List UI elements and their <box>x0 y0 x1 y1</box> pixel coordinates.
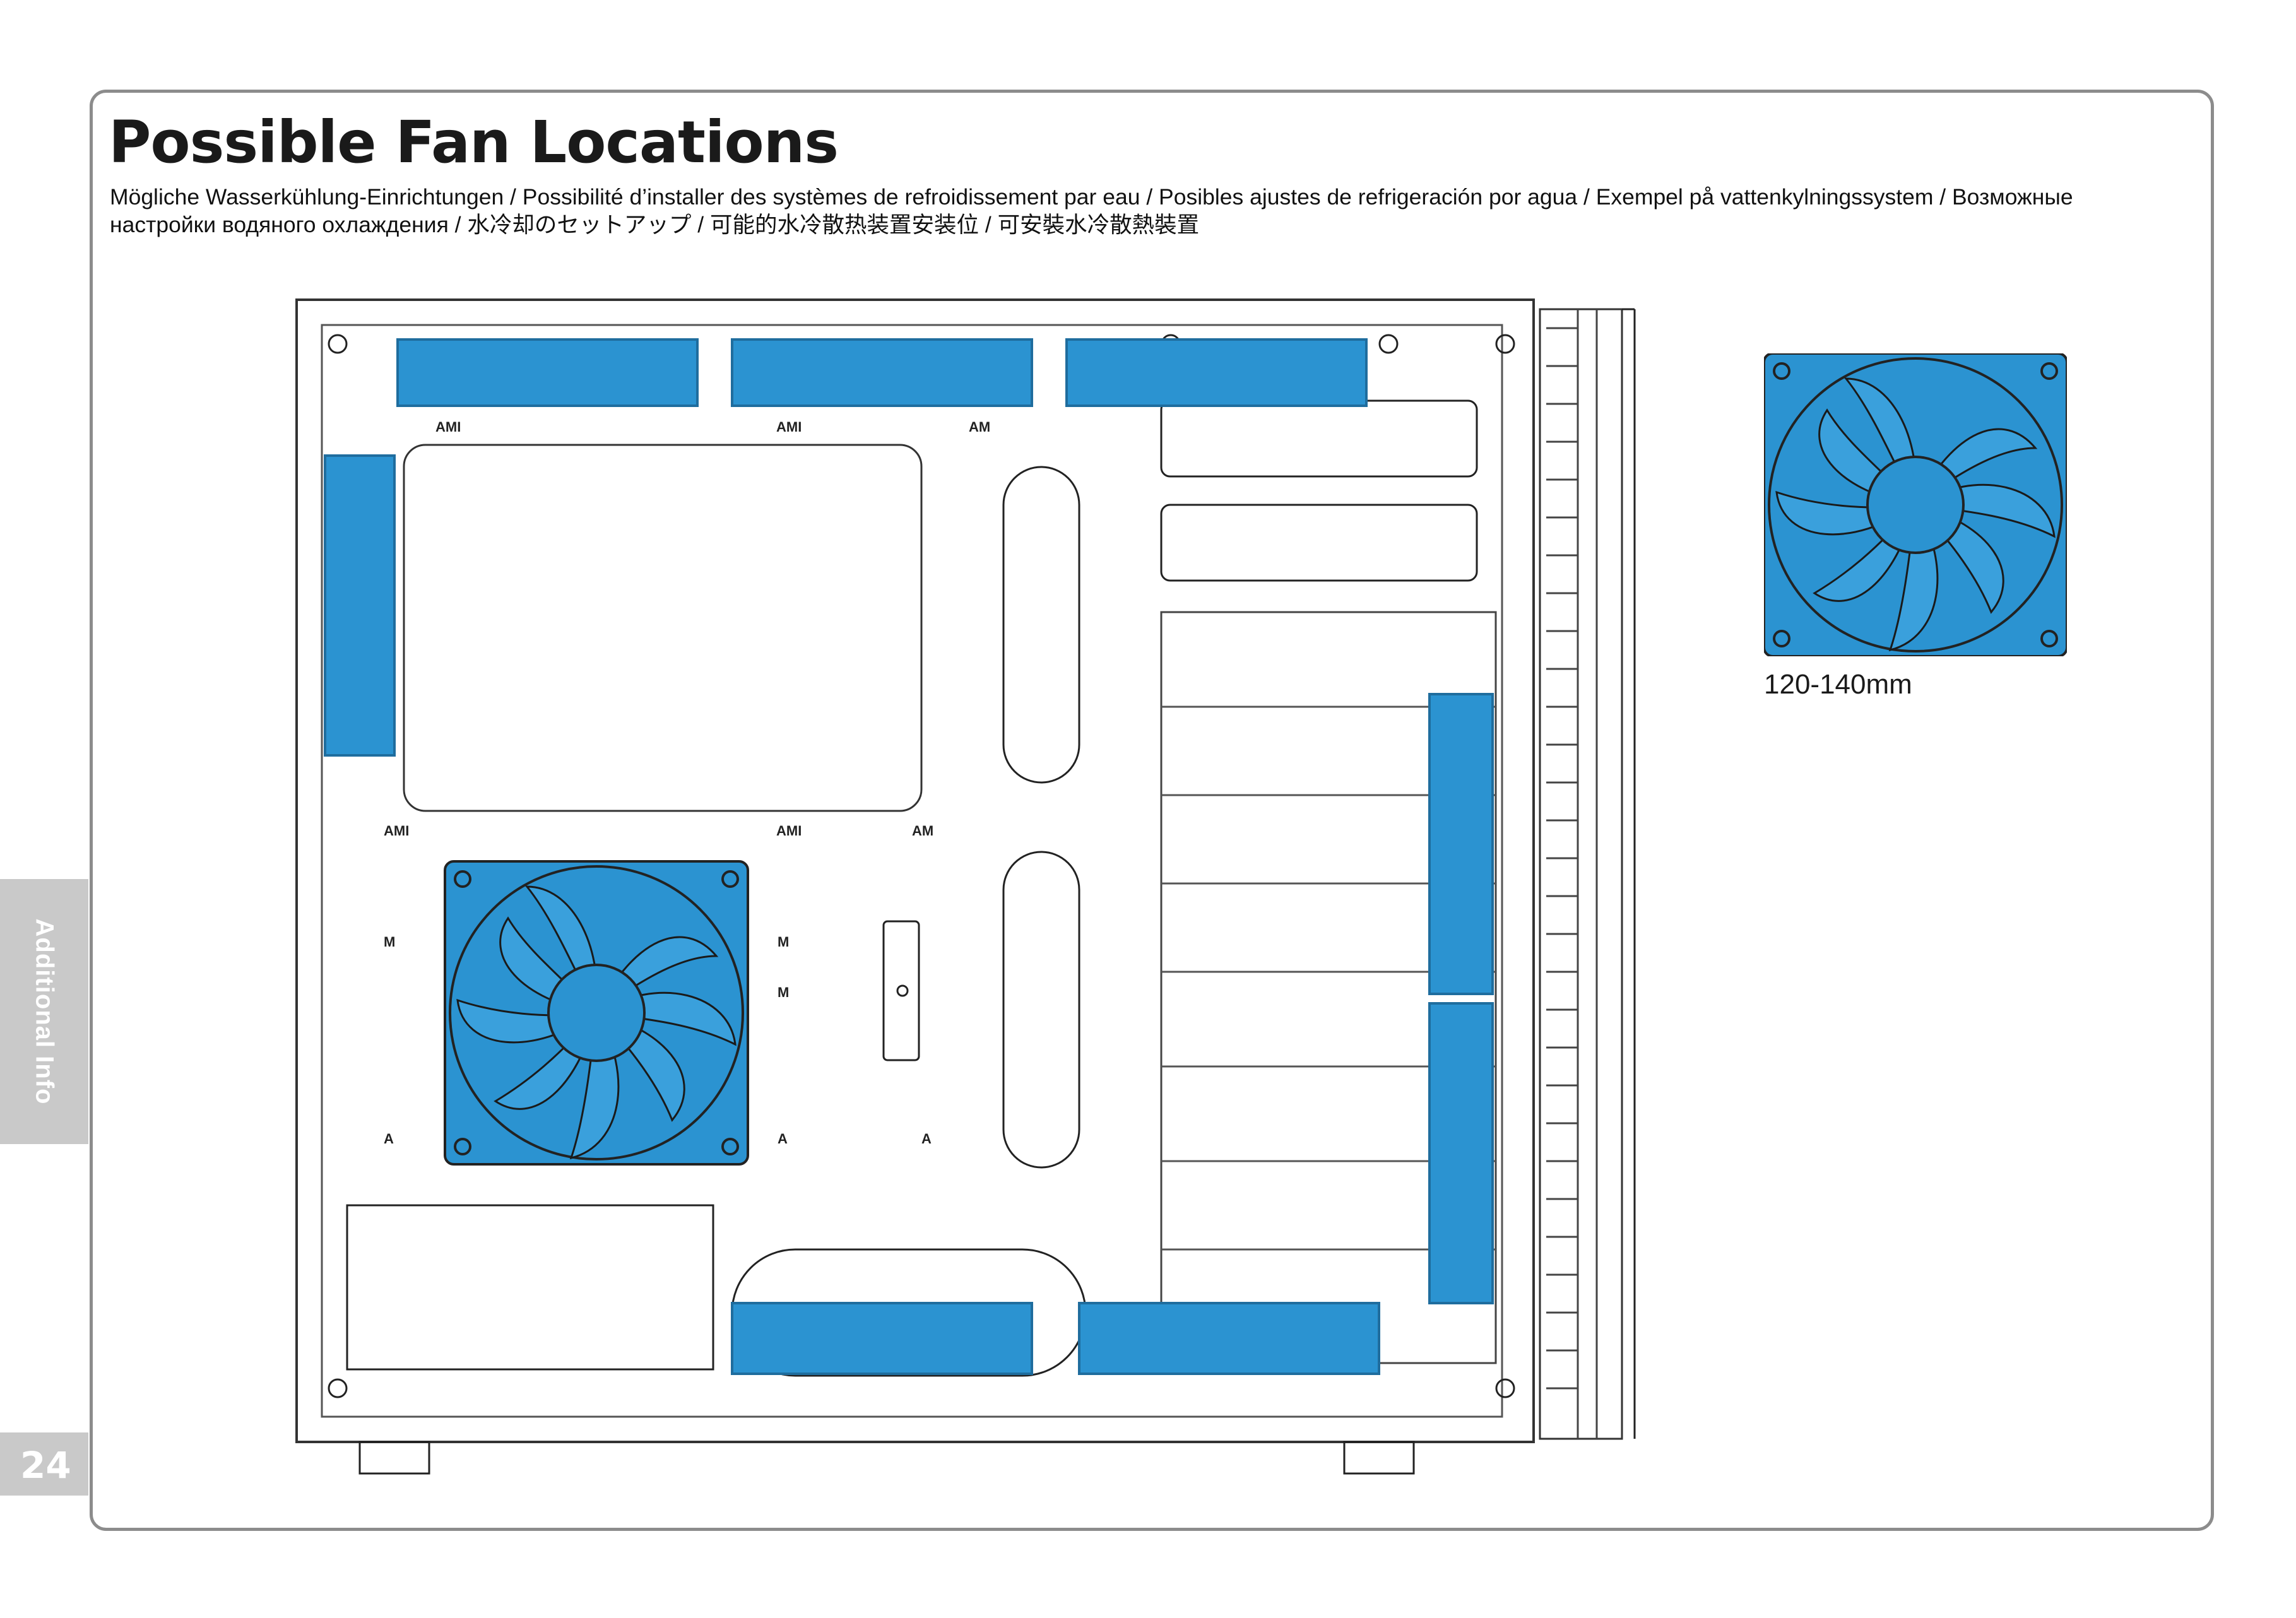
page-title: Possible Fan Locations <box>109 109 839 176</box>
fan-zone-top-2 <box>731 338 1033 407</box>
side-tab: Additional Info <box>0 879 88 1144</box>
fan-example-icon <box>1764 353 2067 656</box>
fan-zone-front-1 <box>1428 693 1494 995</box>
mount-label: AMI <box>776 823 802 839</box>
mount-label: A <box>921 1131 932 1147</box>
mount-label: AMI <box>384 823 409 839</box>
fan-zone-front-2 <box>1428 1002 1494 1304</box>
page-number-tab: 24 <box>0 1432 88 1496</box>
mount-label: M <box>384 934 395 950</box>
mount-label: M <box>778 934 789 950</box>
fan-zone-bottom-1 <box>731 1302 1033 1375</box>
mount-label: A <box>778 1131 788 1147</box>
mount-label: AMI <box>776 419 802 435</box>
fan-zone-top-1 <box>396 338 699 407</box>
mount-label: AM <box>969 419 990 435</box>
fan-zone-top-3 <box>1065 338 1368 407</box>
fan-illustration-rear <box>444 860 749 1166</box>
mount-label: AMI <box>435 419 461 435</box>
mount-label: AM <box>912 823 933 839</box>
side-tab-label: Additional Info <box>30 918 59 1105</box>
fan-zone-bottom-2 <box>1078 1302 1380 1375</box>
fan-zone-rear <box>324 454 396 757</box>
mount-label: M <box>778 984 789 1000</box>
page-number: 24 <box>20 1444 71 1487</box>
mount-label: A <box>384 1131 394 1147</box>
page-subtitle: Mögliche Wasserkühlung-Einrichtungen / P… <box>110 184 2073 237</box>
case-diagram: AMI AMI AM AMI AMI AM M M M A A A <box>295 298 1636 1475</box>
page-frame <box>90 90 2214 1531</box>
fan-size-label: 120-140mm <box>1764 669 1912 700</box>
